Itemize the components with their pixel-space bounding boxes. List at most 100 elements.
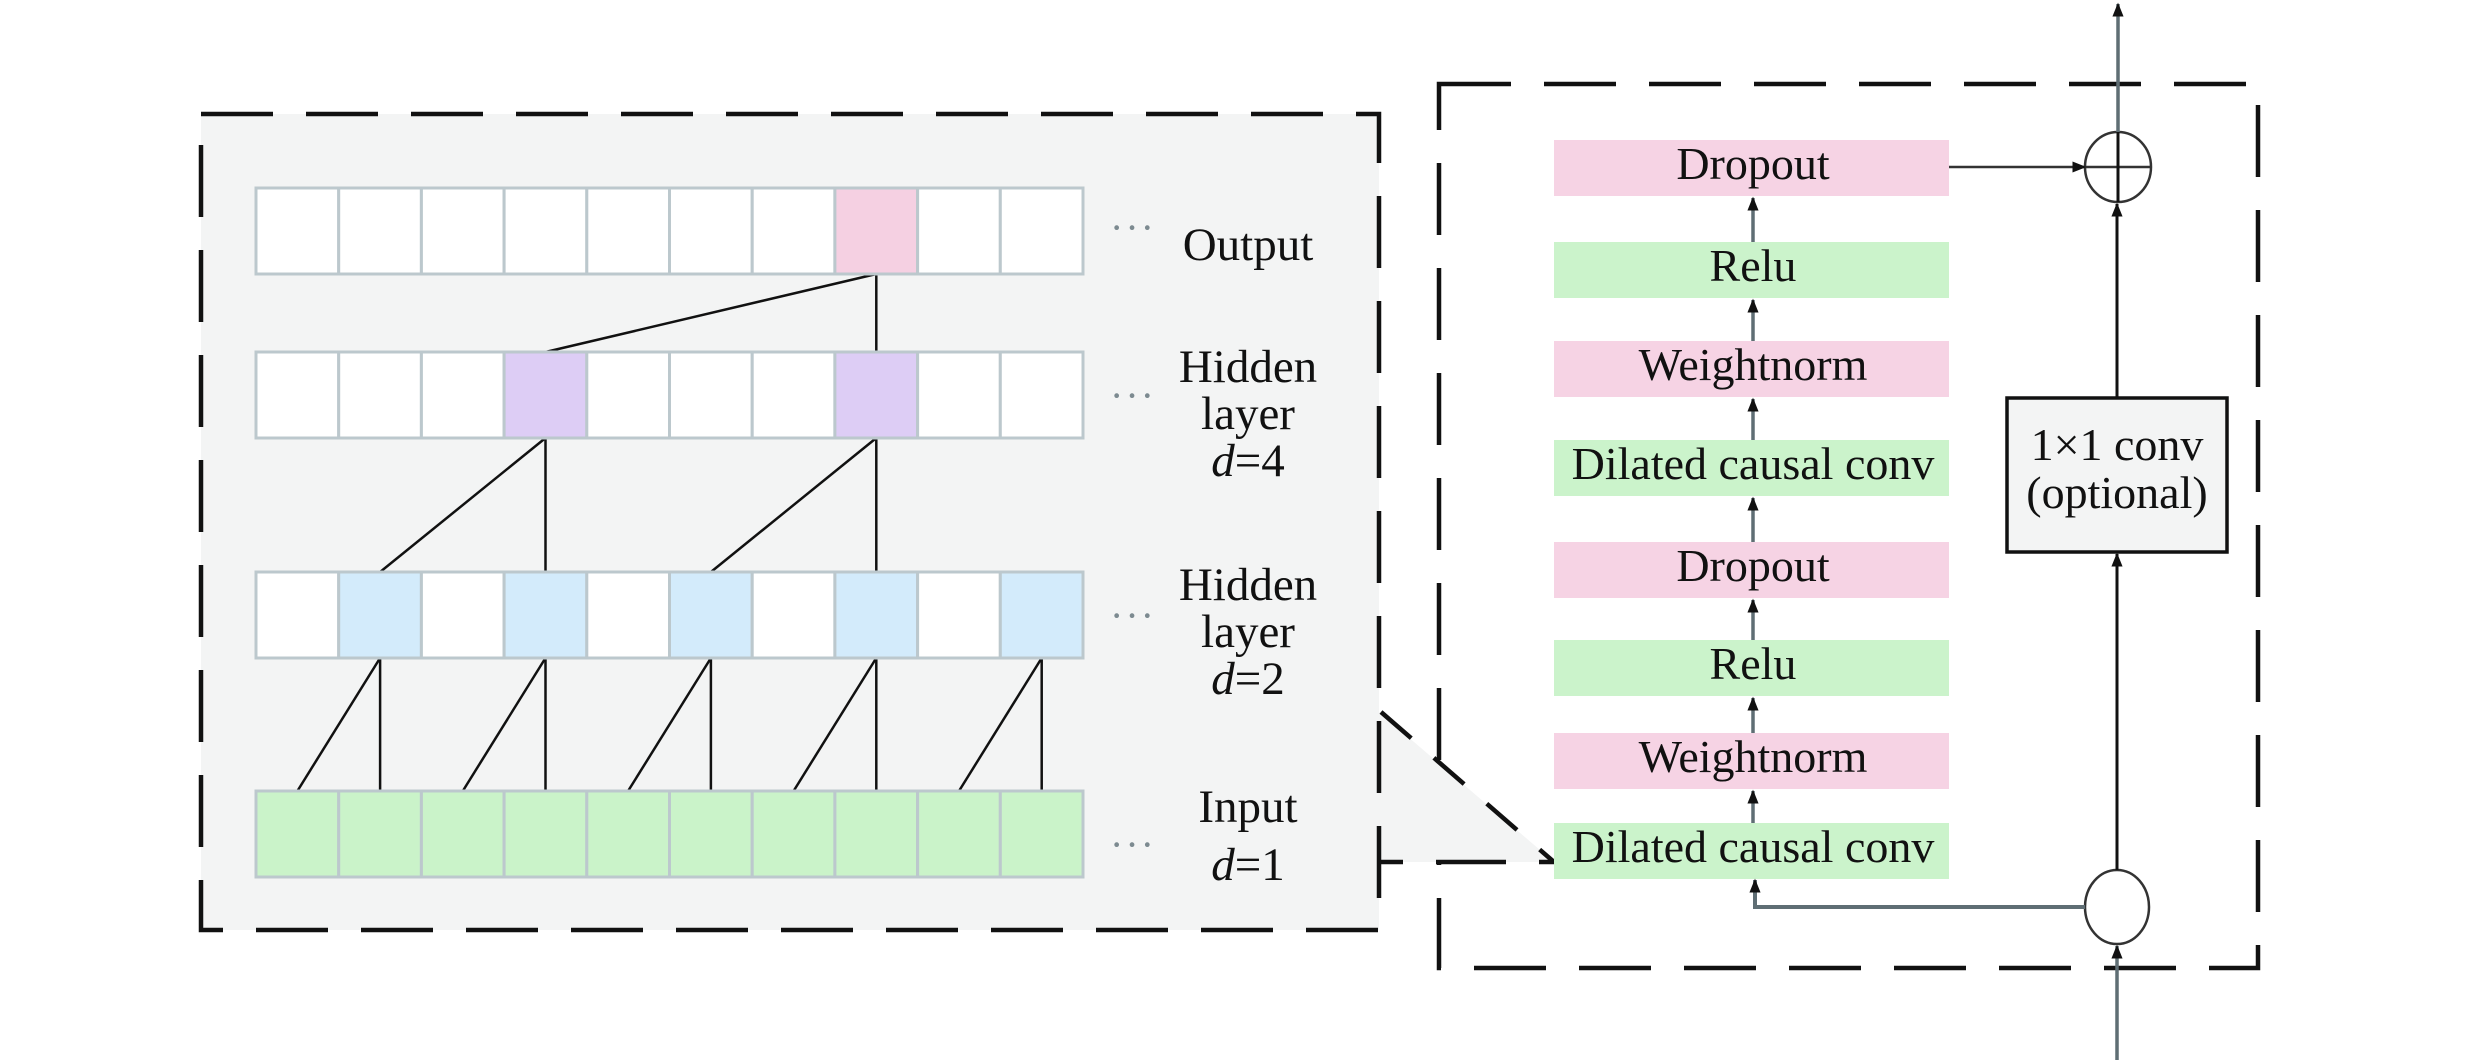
layer-block-label: Dropout — [1676, 540, 1830, 591]
zoom-callout — [1379, 710, 1556, 865]
connection-line — [627, 657, 712, 792]
layer-block-dropout: Dropout — [1554, 540, 1949, 598]
label-hidden4-line: layer — [1201, 388, 1295, 440]
cell — [419, 570, 506, 660]
connection-line — [957, 657, 1043, 792]
cell-highlighted — [750, 789, 837, 879]
layer-block-label: Weightnorm — [1639, 731, 1868, 782]
cell-highlighted — [502, 570, 589, 660]
cell-highlighted — [998, 789, 1085, 879]
cell — [254, 570, 341, 660]
cell — [998, 350, 1085, 440]
cell — [668, 350, 754, 440]
cell — [750, 186, 837, 276]
connection-line — [461, 657, 547, 792]
cell-highlighted — [916, 789, 1002, 879]
layer-block-weightnorm: Weightnorm — [1554, 339, 1949, 397]
connection-line — [296, 657, 382, 792]
layer-block-relu: Relu — [1554, 638, 1949, 696]
skip-line-to-stack — [1749, 878, 2085, 909]
row-hidden4 — [254, 350, 1085, 440]
cell — [502, 186, 589, 276]
cell-highlighted — [337, 570, 423, 660]
cell — [585, 186, 671, 276]
cell-highlighted — [419, 789, 506, 879]
layer-block-bg — [1554, 140, 1949, 196]
row-hidden2 — [254, 570, 1085, 660]
connection-line — [792, 657, 878, 792]
cell — [750, 570, 837, 660]
ellipsis-input: ··· — [1110, 822, 1156, 867]
shortcut-path: 1×1 conv (optional) — [1749, 2, 2229, 1060]
layer-block-dilated-causal-conv: Dilated causal conv — [1554, 821, 1949, 879]
cell — [916, 570, 1002, 660]
cell-highlighted — [998, 570, 1085, 660]
cell-highlighted — [668, 570, 754, 660]
conv1x1-optional-label: (optional) — [2026, 467, 2207, 518]
connection-line — [710, 437, 878, 573]
ellipsis-hidden2: ··· — [1110, 593, 1156, 638]
layer-block-dilated-causal-conv: Dilated causal conv — [1554, 438, 1949, 496]
label-input-dilation: d=1 — [1211, 839, 1285, 891]
cell-highlighted — [502, 350, 589, 440]
layer-block-bg — [1554, 341, 1949, 397]
cell-highlighted — [833, 789, 920, 879]
cell — [585, 570, 671, 660]
label-hidden2-line: layer — [1201, 606, 1295, 658]
cell-highlighted — [833, 186, 920, 276]
cell — [668, 186, 754, 276]
cell — [337, 350, 423, 440]
ellipsis-hidden4: ··· — [1110, 373, 1156, 418]
layer-block-label: Weightnorm — [1639, 339, 1868, 390]
ellipsis-output: ··· — [1110, 205, 1156, 250]
layer-block-label: Dropout — [1676, 138, 1830, 189]
layer-block-weightnorm: Weightnorm — [1554, 731, 1949, 789]
label-hidden2-line: Hidden — [1179, 559, 1317, 611]
label-output-line: Output — [1183, 219, 1314, 271]
layer-block-label: Relu — [1710, 638, 1797, 689]
layer-block-bg — [1554, 440, 1949, 496]
connection-line — [379, 437, 547, 573]
dilated-conv-panel: ···Output···Hiddenlayerd=4···Hiddenlayer… — [198, 111, 1382, 933]
cell — [916, 186, 1002, 276]
label-hidden4-dilation: d=4 — [1211, 435, 1285, 487]
connection-lines — [296, 272, 1043, 792]
cell-highlighted — [833, 570, 920, 660]
layer-block-dropout: Dropout — [1554, 138, 1949, 196]
layer-block-bg — [1554, 733, 1949, 789]
label-hidden4-line: Hidden — [1179, 341, 1317, 393]
layer-block-bg — [1554, 823, 1949, 879]
cell — [254, 350, 341, 440]
cell-highlighted — [502, 789, 589, 879]
layer-labels: ···Output···Hiddenlayerd=4···Hiddenlayer… — [1110, 205, 1317, 891]
label-input-line: Input — [1198, 781, 1297, 833]
cell — [750, 350, 837, 440]
layer-block-label: Dilated causal conv — [1572, 821, 1935, 872]
cell-highlighted — [254, 789, 341, 879]
cell — [254, 186, 341, 276]
cell — [998, 186, 1085, 276]
label-hidden2-dilation: d=2 — [1211, 653, 1285, 705]
layer-block-label: Relu — [1710, 240, 1797, 291]
conv1x1-label: 1×1 conv — [2031, 419, 2204, 470]
cell-highlighted — [585, 789, 671, 879]
cell — [337, 186, 423, 276]
layer-block-bg — [1554, 542, 1949, 598]
cell-highlighted — [668, 789, 754, 879]
cell — [916, 350, 1002, 440]
cell-highlighted — [337, 789, 423, 879]
cell — [419, 186, 506, 276]
cell-highlighted — [833, 350, 920, 440]
cell — [585, 350, 671, 440]
row-output — [254, 186, 1085, 276]
cell — [419, 350, 506, 440]
layer-block-label: Dilated causal conv — [1572, 438, 1935, 489]
layer-block-bg — [1554, 242, 1949, 298]
row-input — [254, 789, 1085, 879]
layer-block-relu: Relu — [1554, 240, 1949, 298]
connection-line — [545, 272, 877, 354]
conv1x1-box — [2005, 396, 2229, 554]
split-node-circle — [2083, 868, 2151, 946]
